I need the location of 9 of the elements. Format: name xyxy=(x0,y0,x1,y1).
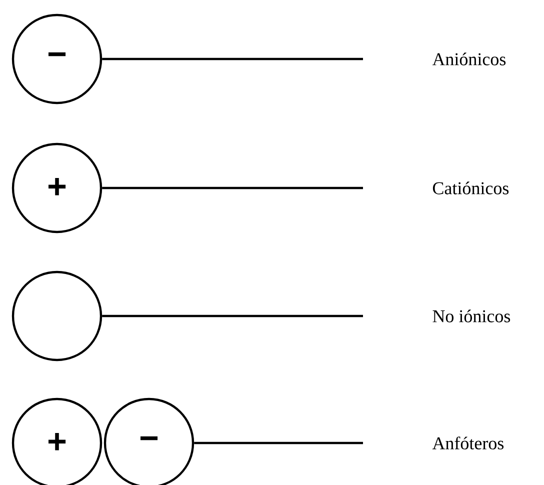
tail-line xyxy=(102,314,363,318)
type-label: No iónicos xyxy=(432,310,510,322)
tail-line xyxy=(102,186,363,190)
type-label: Anfóteros xyxy=(432,436,504,450)
tail-line xyxy=(102,58,363,60)
type-label: Aniónicos xyxy=(432,52,506,66)
neutral-head-circle xyxy=(12,270,102,362)
tail-line xyxy=(194,442,363,444)
type-label: Catiónicos xyxy=(432,182,509,194)
